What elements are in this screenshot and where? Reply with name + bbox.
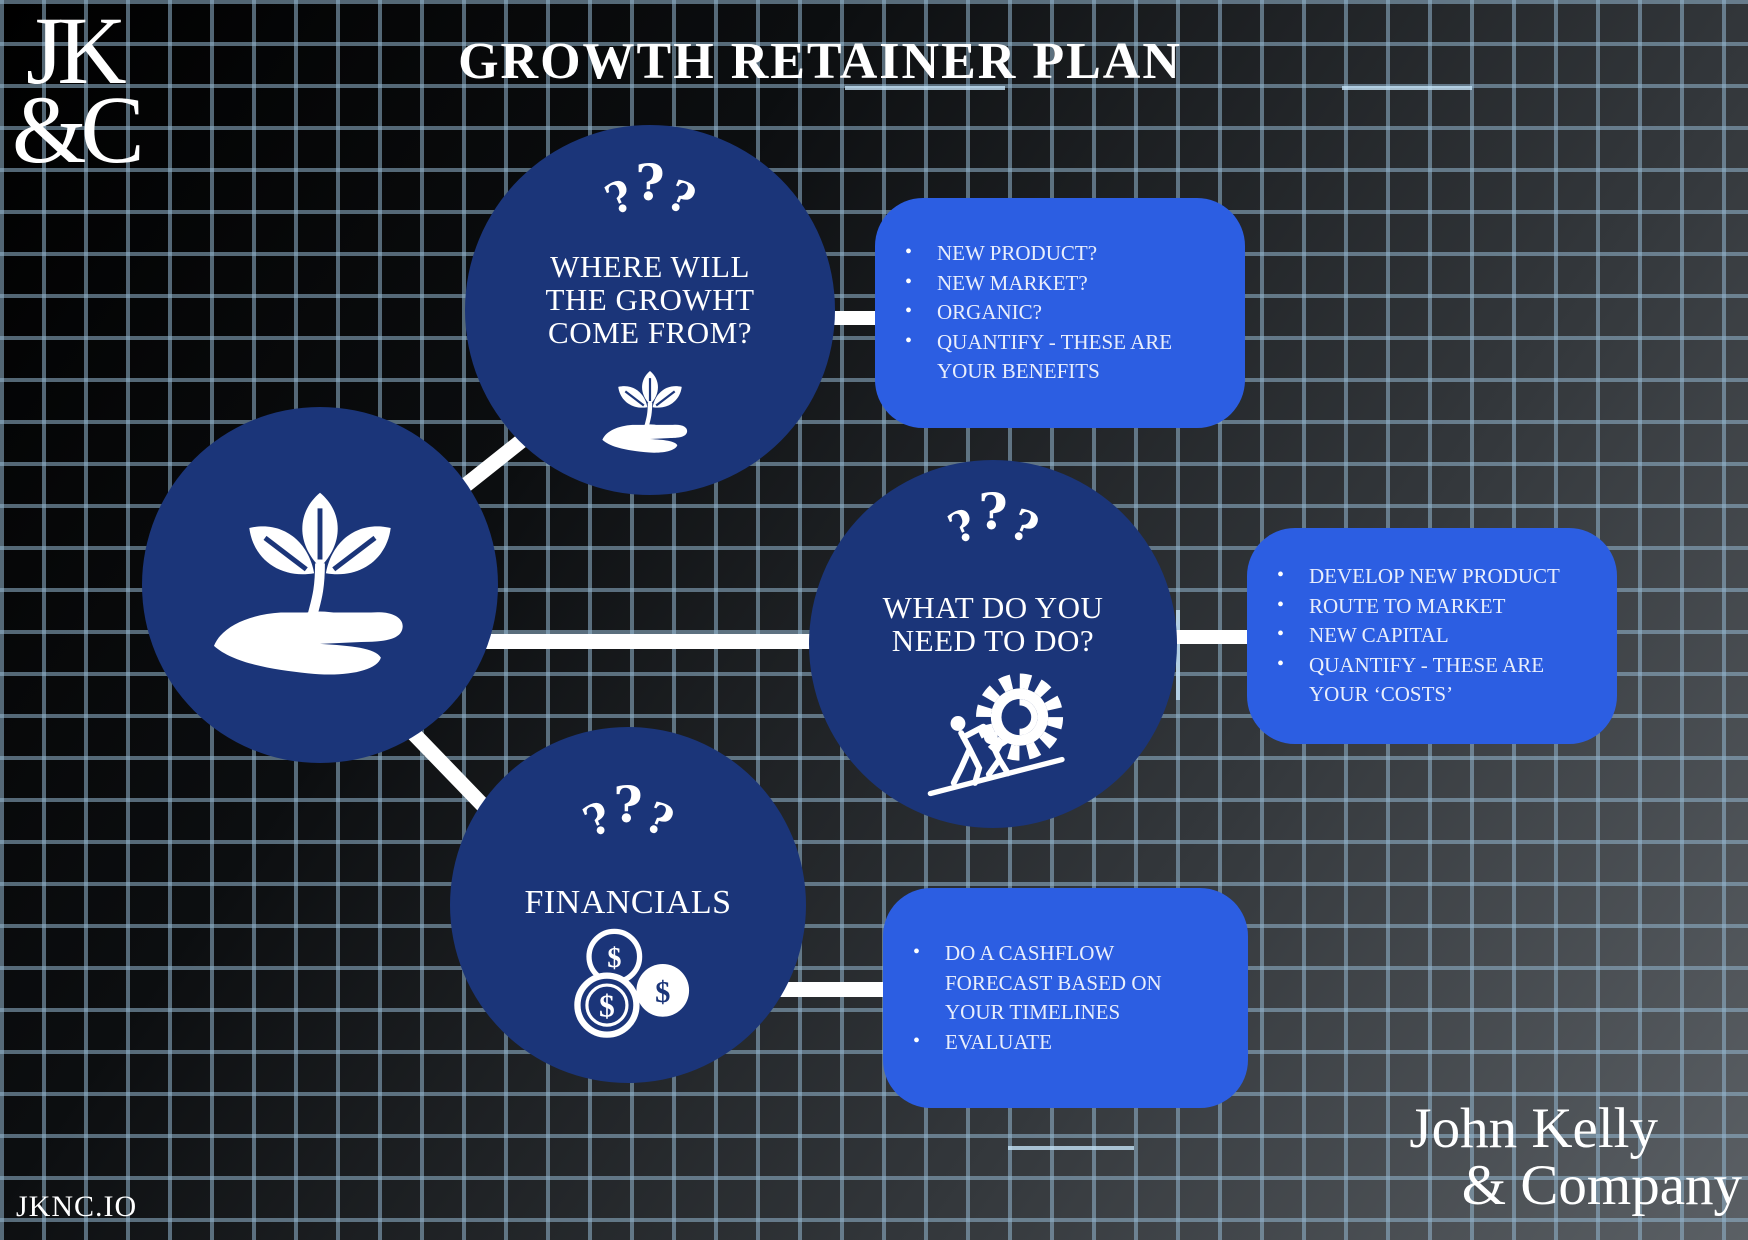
benefits-item: ORGANIC? <box>901 297 1193 328</box>
cashflow-item: DO A CASHFLOW FORECAST BASED ON YOUR TIM… <box>909 938 1165 1028</box>
costs-callout-card: DEVELOP NEW PRODUCT ROUTE TO MARKET NEW … <box>1247 528 1617 744</box>
grid-highlight <box>845 86 1005 90</box>
question-mark-glyph: ? <box>638 792 680 847</box>
people-pushing-gear-icon <box>927 673 1065 796</box>
cashflow-callout-card: DO A CASHFLOW FORECAST BASED ON YOUR TIM… <box>883 888 1248 1108</box>
company-wordmark: John Kelly & Company <box>1409 1100 1742 1214</box>
actions-label-line: WHAT DO YOU <box>882 590 1104 625</box>
question-mark-glyph: ? <box>575 792 619 847</box>
question-marks-icon: ? ? ? <box>576 775 680 863</box>
plant-in-hand-icon <box>202 477 438 693</box>
question-mark-glyph: ? <box>660 170 702 225</box>
question-mark-glyph: ? <box>1003 499 1045 554</box>
question-mark-glyph: ? <box>597 170 641 225</box>
costs-item: NEW CAPITAL <box>1273 620 1565 651</box>
connector-growth-benefits <box>823 311 885 325</box>
question-marks-icon: ? ? ? <box>598 153 702 241</box>
financials-node: ? ? ? FINANCIALS $ $ $ <box>450 727 806 1083</box>
dollar-glyph: $ <box>655 975 670 1009</box>
costs-item: DEVELOP NEW PRODUCT <box>1273 561 1565 592</box>
site-url: JKNC.IO <box>16 1190 138 1223</box>
company-wordmark-line2: & Company <box>1461 1154 1742 1217</box>
grid-highlight <box>1342 86 1472 90</box>
question-mark-glyph: ? <box>940 499 984 554</box>
actions-node: ? ? ? WHAT DO YOU NEED TO DO? <box>809 460 1177 828</box>
plant-in-hand-icon <box>597 364 703 461</box>
benefits-item: NEW MARKET? <box>901 268 1193 299</box>
connector-financials-cashflow <box>775 982 890 997</box>
dollar-glyph: $ <box>599 989 615 1024</box>
hub-node <box>142 407 498 763</box>
benefits-item: QUANTIFY - THESE ARE YOUR BENEFITS <box>901 327 1193 387</box>
costs-list: DEVELOP NEW PRODUCT ROUTE TO MARKET NEW … <box>1247 561 1585 710</box>
actions-node-label: WHAT DO YOU NEED TO DO? <box>882 590 1104 658</box>
benefits-callout-card: NEW PRODUCT? NEW MARKET? ORGANIC? QUANTI… <box>875 198 1245 428</box>
growth-label-line: COME FROM? <box>548 314 752 350</box>
connector-actions-costs <box>1168 630 1256 644</box>
costs-item: ROUTE TO MARKET <box>1273 591 1565 622</box>
financials-node-label: FINANCIALS <box>524 884 732 921</box>
actions-label-line: NEED TO DO? <box>891 622 1095 658</box>
jkc-logo-line1: JK <box>26 0 127 104</box>
growth-node: ? ? ? WHERE WILL THE GROWHT COME FROM? <box>465 125 835 495</box>
growth-node-label: WHERE WILL THE GROWHT COME FROM? <box>545 249 755 350</box>
question-mark-glyph: ? <box>978 482 1008 541</box>
cashflow-item: EVALUATE <box>909 1027 1165 1058</box>
page-title: GROWTH RETAINER PLAN <box>458 33 1182 90</box>
grid-highlight <box>1176 610 1180 700</box>
question-mark-glyph: ? <box>613 775 643 834</box>
benefits-list: NEW PRODUCT? NEW MARKET? ORGANIC? QUANTI… <box>875 238 1213 387</box>
benefits-item: NEW PRODUCT? <box>901 238 1193 269</box>
dollar-glyph: $ <box>607 943 621 974</box>
jkc-logo-line2: &C <box>12 75 145 183</box>
company-wordmark-line1: John Kelly <box>1409 1097 1658 1160</box>
jkc-logo: JK &C <box>12 0 145 177</box>
question-mark-glyph: ? <box>635 153 665 212</box>
cashflow-list: DO A CASHFLOW FORECAST BASED ON YOUR TIM… <box>883 938 1185 1058</box>
connector-hub-actions <box>470 634 830 649</box>
costs-item: QUANTIFY - THESE ARE YOUR ‘COSTS’ <box>1273 650 1565 710</box>
dollar-coins-icon: $ $ $ <box>574 928 690 1038</box>
question-marks-icon: ? ? ? <box>941 482 1045 570</box>
grid-highlight <box>1008 1146 1134 1150</box>
growth-label-line: THE GROWHT <box>545 281 755 317</box>
growth-label-line: WHERE WILL <box>550 249 750 284</box>
